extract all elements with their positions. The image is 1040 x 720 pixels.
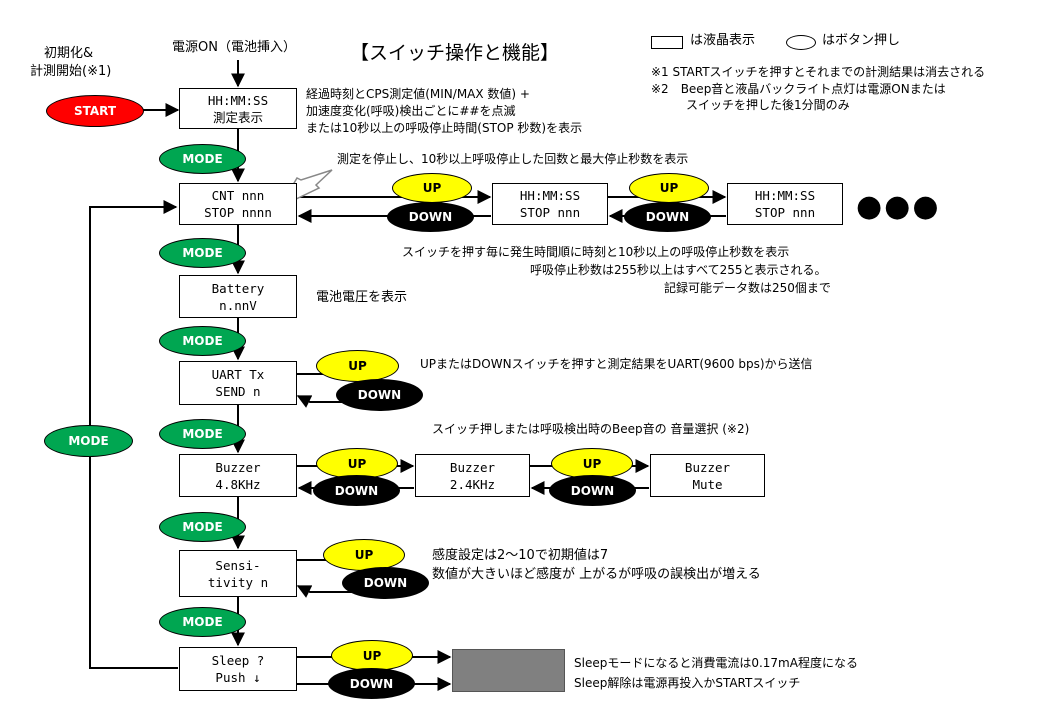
- mode-button[interactable]: MODE: [159, 419, 246, 449]
- history-note-1: スイッチを押す毎に発生時間順に時刻と10秒以上の呼吸停止秒数を表示: [402, 245, 790, 259]
- lcd-measure-display: HH:MM:SS 測定表示: [179, 88, 297, 129]
- lcd-line-1: Sleep ?: [211, 653, 265, 668]
- lcd-line-2: SEND n: [215, 384, 261, 399]
- footnote-1: ※1 STARTスイッチを押すとそれまでの計測結果は消去される: [651, 65, 986, 79]
- up-button[interactable]: UP: [392, 173, 472, 203]
- measure-note-2: 加速度変化(呼吸)検出ごとに##を点滅: [306, 104, 516, 118]
- lcd-line-2: STOP nnn: [754, 205, 816, 220]
- down-button[interactable]: DOWN: [387, 202, 474, 232]
- mode-button[interactable]: MODE: [159, 512, 246, 542]
- lcd-line-2: 4.8KHz: [215, 476, 261, 492]
- mode-button[interactable]: MODE: [159, 144, 246, 174]
- mode-button[interactable]: MODE: [159, 607, 246, 637]
- lcd-line-1: Sensi-: [215, 557, 261, 573]
- lcd-line-1: HH:MM:SS: [754, 188, 816, 203]
- sensitivity-note-1: 感度設定は2～10で初期値は7: [432, 548, 609, 563]
- lcd-line-1: Battery: [211, 280, 265, 296]
- stop-info-note: 測定を停止し、10秒以上呼吸停止した回数と最大停止秒数を表示: [337, 152, 689, 166]
- sleep-note-1: Sleepモードになると消費電流は0.17mA程度になる: [574, 656, 858, 670]
- history-note-3: 記録可能データ数は250個まで: [664, 281, 831, 295]
- init-label-line2: 計測開始(※1): [30, 64, 112, 79]
- battery-note: 電池電圧を表示: [316, 290, 408, 305]
- lcd-sensitivity-display: Sensi- tivity n: [179, 550, 297, 597]
- lcd-battery-display: Battery n.nnV: [179, 275, 297, 318]
- legend-lcd-symbol: [651, 36, 683, 49]
- lcd-line-1: HH:MM:SS: [207, 92, 269, 108]
- sensitivity-note-2: 数値が大きいほど感度が 上がるが呼吸の誤検出が増える: [432, 567, 761, 582]
- lcd-line-1: Buzzer: [449, 459, 496, 475]
- up-button[interactable]: UP: [316, 350, 399, 382]
- lcd-line-1: CNT nnn: [211, 188, 265, 203]
- down-button[interactable]: DOWN: [336, 379, 423, 411]
- down-button[interactable]: DOWN: [313, 475, 400, 506]
- lcd-line-2: 測定表示: [212, 109, 263, 125]
- lcd-sleep-display: Sleep ? Push ↓: [179, 647, 297, 691]
- up-button[interactable]: UP: [551, 448, 633, 479]
- lcd-history-display-2: HH:MM:SS STOP nnn: [727, 183, 843, 225]
- footnote-2-line1: ※2 Beep音と液晶バックライト点灯は電源ONまたは: [651, 82, 946, 96]
- lcd-line-2: STOP nnnn: [204, 205, 272, 220]
- lcd-stop-count-display: CNT nnn STOP nnnn: [179, 183, 297, 225]
- measure-note-3: または10秒以上の呼吸停止時間(STOP 秒数)を表示: [306, 121, 583, 135]
- up-button[interactable]: UP: [331, 640, 413, 671]
- lcd-history-display-1: HH:MM:SS STOP nnn: [492, 183, 608, 225]
- up-button[interactable]: UP: [323, 539, 405, 571]
- down-button[interactable]: DOWN: [624, 202, 711, 232]
- lcd-line-1: Buzzer: [684, 459, 731, 475]
- lcd-line-1: UART Tx: [211, 367, 265, 382]
- down-button[interactable]: DOWN: [328, 668, 415, 699]
- history-note-2: 呼吸停止秒数は255秒以上はすべて255と表示される。: [530, 263, 827, 277]
- sleep-note-2: Sleep解除は電源再投入かSTARTスイッチ: [574, 676, 801, 690]
- up-button[interactable]: UP: [629, 173, 709, 203]
- buzzer-note: スイッチ押しまたは呼吸検出時のBeep音の 音量選択 (※2): [432, 422, 750, 436]
- legend-lcd-label: は液晶表示: [690, 33, 756, 48]
- lcd-line-2: 2.4KHz: [449, 476, 496, 492]
- init-label-line1: 初期化&: [44, 46, 94, 61]
- mode-button-loop[interactable]: MODE: [44, 425, 133, 457]
- power-on-label: 電源ON（電池挿入）: [172, 40, 296, 55]
- lcd-line-2: Mute: [692, 476, 723, 492]
- lcd-line-2: n.nnV: [219, 297, 257, 313]
- lcd-line-1: Buzzer: [215, 459, 261, 475]
- sleep-blank-display: [452, 649, 565, 692]
- legend-button-symbol: [786, 35, 816, 50]
- footnote-2-line2: スイッチを押した後1分間のみ: [686, 98, 850, 112]
- start-button[interactable]: START: [46, 95, 144, 127]
- lcd-buzzer-display-2: Buzzer 2.4KHz: [415, 454, 530, 497]
- mode-button[interactable]: MODE: [159, 238, 246, 268]
- lcd-buzzer-display-3: Buzzer Mute: [650, 454, 765, 497]
- down-button[interactable]: DOWN: [342, 567, 429, 599]
- continuation-dots: ●●●: [856, 189, 941, 224]
- legend-button-label: はボタン押し: [822, 33, 901, 48]
- diagram-title: 【スイッチ操作と機能】: [350, 42, 560, 64]
- lcd-buzzer-display-1: Buzzer 4.8KHz: [179, 454, 297, 497]
- mode-button[interactable]: MODE: [159, 326, 246, 356]
- lcd-line-1: HH:MM:SS: [519, 188, 581, 203]
- lcd-line-2: STOP nnn: [519, 205, 581, 220]
- uart-note: UPまたはDOWNスイッチを押すと測定結果をUART(9600 bps)から送信: [420, 357, 813, 371]
- measure-note-1: 経過時刻とCPS測定値(MIN/MAX 数値) +: [306, 87, 530, 101]
- lcd-uart-display: UART Tx SEND n: [179, 361, 297, 405]
- down-button[interactable]: DOWN: [549, 475, 636, 506]
- lcd-line-2: Push ↓: [215, 670, 261, 685]
- lcd-line-2: tivity n: [207, 574, 269, 590]
